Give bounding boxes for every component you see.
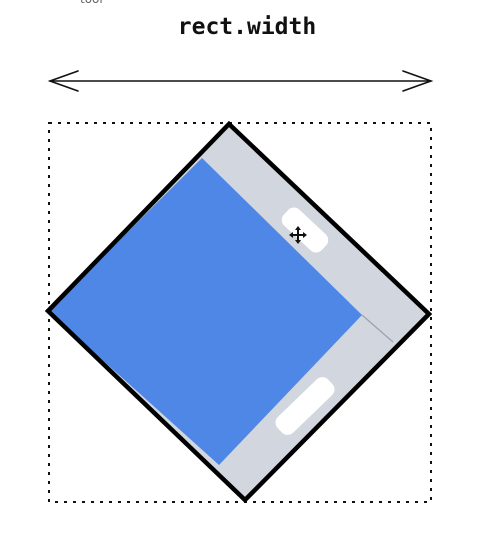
upper-pill[interactable]: [278, 204, 331, 256]
top-partial-text: tool: [80, 0, 103, 6]
width-arrow-icon: [47, 70, 434, 92]
rotated-rect-outline: [44, 120, 433, 504]
move-cursor-icon: [289, 226, 307, 244]
chrome-divider: [361, 314, 394, 343]
lower-pill[interactable]: [272, 374, 338, 438]
rotated-rect-content: [48, 158, 362, 465]
diagram-title: rect.width: [178, 14, 316, 40]
